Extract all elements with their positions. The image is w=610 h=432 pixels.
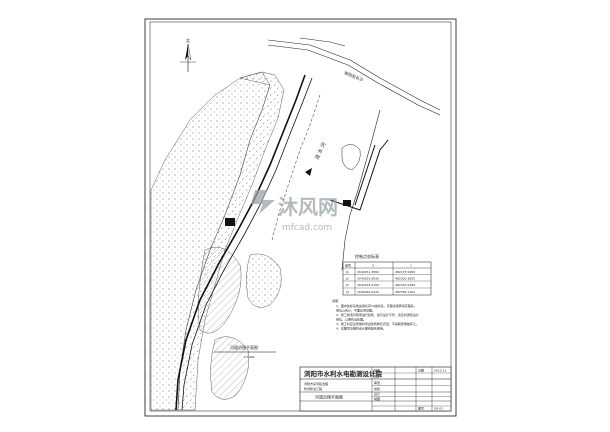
tb-field-label: 审查 xyxy=(374,380,380,385)
notes-title: 说明： xyxy=(332,298,341,303)
sandbar xyxy=(341,144,361,171)
levee-outer-line xyxy=(175,74,306,411)
tb-field-label: 批准 xyxy=(374,368,380,373)
tb-field-label: 设计 xyxy=(374,391,380,396)
road-branch xyxy=(299,37,346,47)
coord-cell: J2 xyxy=(345,277,349,281)
road-line-1 xyxy=(267,39,441,111)
coord-cell: 482310.5460 xyxy=(395,283,415,287)
coord-header-y: Y xyxy=(410,264,412,268)
title-block: 浏阳市水利水电勘测设计院 浏阳市某河段治理 防洪整治工程 河道治理平面图 批准 … xyxy=(299,366,452,412)
road-line-2 xyxy=(267,44,441,116)
notes-line: 3、施工时应注意保护周边建筑物及农田，不得随意堆放弃土。 xyxy=(336,321,419,326)
coord-cell: 482300.3820 xyxy=(395,277,415,281)
coord-cell: J3 xyxy=(345,283,349,287)
coord-table-title: 控制点坐标表 xyxy=(355,253,379,259)
tb-date-label: 日期 xyxy=(418,368,424,373)
coord-cell: 482175.5660 xyxy=(395,270,415,274)
coord-cell: 3040251.3860 xyxy=(357,270,379,274)
coord-cell: 482356.1160 xyxy=(395,290,415,294)
slope-patch-3 xyxy=(246,253,282,308)
notes-line: 2、施工前须对现场进行复核，如与设计不符，请及时通知设计 xyxy=(336,312,419,317)
coordinate-table: 控制点坐标表 编号 X Y J1 3040251.3860 482175.566… xyxy=(342,253,432,296)
watermark-brand: 沐风网 xyxy=(278,195,338,219)
tb-field-label: 制图 xyxy=(374,396,380,401)
coord-header-no: 编号 xyxy=(345,263,351,268)
notes-line: 1、图中坐标系统采用北京54坐标系，高程采用黄海高程系， xyxy=(336,303,417,308)
watermark-tagline: mfcad.com xyxy=(282,223,332,233)
levee-inner-line xyxy=(181,77,313,411)
notes-line: 单位，以便作出处理。 xyxy=(336,317,366,322)
coord-cell: J4 xyxy=(345,290,349,294)
title-drawing-name: 河道治理平面图 xyxy=(315,394,343,400)
tb-date-value: 2012.11 xyxy=(434,369,446,373)
hillside-hatch xyxy=(177,71,285,411)
tb-field-label: 校核 xyxy=(374,386,380,391)
title-project-2: 防洪整治工程 xyxy=(304,386,322,391)
coord-cell: 3040255.8930 xyxy=(357,277,379,281)
plan-label: 河道治理平面图 xyxy=(230,344,258,350)
tb-drawing-no-value: SG-01 xyxy=(434,407,443,411)
flow-arrow-icon xyxy=(305,168,312,176)
title-project-1: 浏阳市某河段治理 xyxy=(304,381,328,386)
tb-drawing-no-label: 图号 xyxy=(418,406,424,411)
notes-line: 4、本图须与相关设计图纸配合使用。 xyxy=(336,326,386,331)
coord-cell: 3040030.0410 xyxy=(357,290,379,294)
coord-cell: 3040126.4150 xyxy=(357,283,379,287)
coord-cell: J1 xyxy=(345,270,349,274)
plan-scale: 1:1000 xyxy=(244,355,255,359)
watermark: 沐风网 mfcad.com xyxy=(251,190,338,233)
design-notes: 说明： 1、图中坐标系统采用北京54坐标系，高程采用黄海高程系， 单位以米计，平… xyxy=(332,298,419,331)
north-arrow-label: 北 xyxy=(186,37,190,43)
notes-line: 单位以米计，平面比例见图。 xyxy=(336,308,375,313)
title-institute: 浏阳市水利水电勘测设计院 xyxy=(304,369,383,378)
slope-patch-2 xyxy=(210,336,249,400)
river-right-bank xyxy=(341,109,381,271)
pump-station xyxy=(225,218,235,226)
tb-field-label: 核定 xyxy=(374,374,380,379)
coord-header-x: X xyxy=(372,264,374,268)
north-arrow-icon: 北 xyxy=(180,37,196,72)
watermark-logo-icon xyxy=(251,190,275,214)
sluice-gate xyxy=(343,200,351,206)
river-left-bank xyxy=(271,94,321,241)
